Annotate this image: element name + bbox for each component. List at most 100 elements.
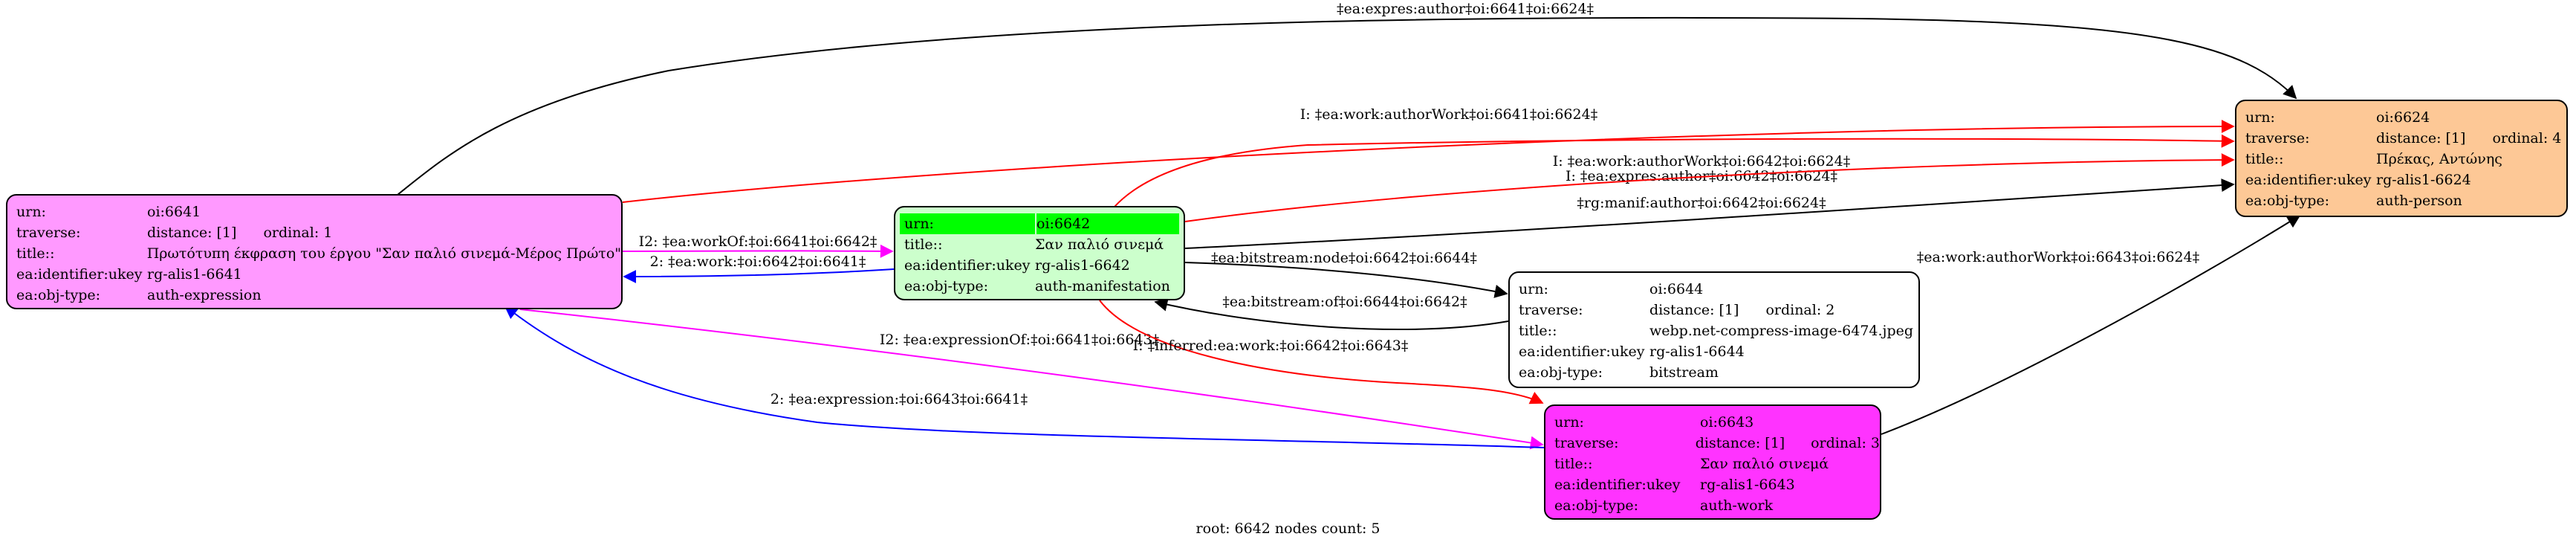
edge-label-e12: 2: ‡ea:expression:‡oi:6643‡oi:6641‡ <box>770 391 1028 407</box>
row-value: oi:6644 <box>1649 281 1704 297</box>
node-row: urn:oi:6642 <box>900 213 1184 234</box>
node-row: title::webp.net-compress-image-6474.jpeg <box>1519 320 1918 341</box>
row-extra: ordinal: 3 <box>1811 435 1880 451</box>
row-value: Σαν παλιό σινεμά <box>1035 236 1164 253</box>
node-row: traverse:distance: [1]ordinal: 3 <box>1554 433 1880 454</box>
row-key: title:: <box>904 236 943 253</box>
row-key: ea:identifier:ukey <box>2245 172 2372 188</box>
row-key: urn: <box>900 213 1035 234</box>
edge-label-e2: I: ‡ea:work:authorWork‡oi:6641‡oi:6624‡ <box>1300 106 1597 123</box>
edge-e12 <box>504 305 1545 448</box>
edge-e4 <box>1184 153 2235 222</box>
row-key: title:: <box>2245 151 2284 167</box>
node-row: title::Σαν παλιό σινεμά <box>1554 454 1880 474</box>
row-value: auth-expression <box>147 287 262 303</box>
row-value: oi:6642 <box>1036 213 1179 234</box>
node-oi-6644[interactable]: urn: oi:6644 traverse: distance: [1] ordinal… <box>1508 271 1920 388</box>
node-row: ea:obj-type: auth-manifestation <box>904 276 1184 297</box>
row-value: auth-manifestation <box>1035 278 1170 294</box>
row-value: distance: [1] <box>2376 130 2466 146</box>
row-value: rg-alis1-6644 <box>1649 344 1745 360</box>
edge-label-e4: I: ‡ea:work:authorWork‡oi:6642‡oi:6624‡ <box>1553 153 1850 170</box>
node-row: urn: oi:6641 <box>16 201 621 222</box>
row-key: title:: <box>1554 456 1593 472</box>
edge-e11 <box>1099 300 1544 404</box>
edge-label-e13: ‡ea:work:authorWork‡oi:6643‡oi:6624‡ <box>1917 249 2199 265</box>
row-key: title:: <box>16 245 55 262</box>
node-row: ea:obj-type: auth-person <box>2245 190 2566 211</box>
edge-e13 <box>1881 215 2301 435</box>
row-value: distance: [1] <box>1649 302 1739 318</box>
row-key: traverse: <box>1519 302 1583 318</box>
node-oi-6624[interactable]: urn: oi:6624 traverse: distance: [1] ordinal… <box>2235 100 2568 217</box>
edge-e1 <box>397 16 2297 196</box>
row-key: ea:obj-type: <box>1554 497 1639 514</box>
edge-label-e6: I2: ‡ea:workOf:‡oi:6641‡oi:6642‡ <box>639 233 877 250</box>
row-extra: ordinal: 4 <box>2492 130 2562 146</box>
row-key: traverse: <box>16 225 81 241</box>
row-key: ea:identifier:ukey <box>1519 344 1645 360</box>
node-row: traverse: distance: [1] ordinal: 1 <box>16 222 621 243</box>
row-key: urn: <box>16 204 46 220</box>
row-value: oi:6643 <box>1700 414 1754 430</box>
edge-label-e7: 2: ‡ea:work:‡oi:6642‡oi:6641‡ <box>650 254 866 270</box>
root-summary-label: root: 6642 nodes count: 5 <box>1195 520 1381 537</box>
node-row: ea:obj-type: auth-expression <box>16 285 621 306</box>
node-row: title::Πρωτότυπη έκφραση του έργου "Σαν … <box>16 243 621 264</box>
row-key: urn: <box>1519 281 1548 297</box>
node-row: ea:obj-type:bitstream <box>1519 362 1918 383</box>
row-key: ea:identifier:ukey <box>904 257 1031 274</box>
row-value: Πρέκας, Αντώνης <box>2376 151 2502 167</box>
row-value: bitstream <box>1649 364 1719 381</box>
node-row: ea:identifier:ukey rg-alis1-6643 <box>1554 474 1880 495</box>
row-value: rg-alis1-6643 <box>1700 477 1795 493</box>
node-row: urn: oi:6644 <box>1519 279 1918 300</box>
edge-e2 <box>622 120 2235 203</box>
edge-label-e11: I: ‡inferred:ea:work:‡oi:6642‡oi:6643‡ <box>1133 338 1409 354</box>
edge-label-e1: ‡ea:expres:author‡oi:6641‡oi:6624‡ <box>1337 1 1594 17</box>
edge-label-e8: ‡ea:bitstream:node‡oi:6642‡oi:6644‡ <box>1211 250 1477 266</box>
row-value: Σαν παλιό σινεμά <box>1700 456 1829 472</box>
edge-e8 <box>1184 262 1508 298</box>
row-value: oi:6641 <box>147 204 201 220</box>
node-row: urn: oi:6624 <box>2245 107 2566 128</box>
row-value: distance: [1] <box>147 225 237 241</box>
edge-label-e10: I2: ‡ea:expressionOf:‡oi:6641‡oi:6643‡ <box>880 332 1159 348</box>
row-key: ea:obj-type: <box>16 287 101 303</box>
row-value: Πρωτότυπη έκφραση του έργου "Σαν παλιό σ… <box>146 245 621 262</box>
row-key: title:: <box>1519 323 1557 339</box>
node-row: title::Σαν παλιό σινεμά <box>904 234 1184 255</box>
edge-label-e9: ‡ea:bitstream:of‡oi:6644‡oi:6642‡ <box>1222 294 1467 310</box>
edge-e10 <box>519 309 1544 450</box>
row-key: traverse: <box>1554 435 1619 451</box>
edge-e9 <box>1154 297 1509 331</box>
node-oi-6643[interactable]: urn: oi:6643 traverse:distance: [1]ordinal… <box>1544 404 1881 520</box>
row-key: ea:obj-type: <box>2245 193 2330 209</box>
node-row: urn: oi:6643 <box>1554 412 1880 433</box>
row-value: rg-alis1-6624 <box>2376 172 2471 188</box>
node-row: traverse: distance: [1] ordinal: 4 <box>2245 128 2566 149</box>
row-value: oi:6624 <box>2376 109 2430 126</box>
row-value: rg-alis1-6642 <box>1035 257 1130 274</box>
edge-e7 <box>623 268 895 283</box>
row-key: ea:obj-type: <box>904 278 989 294</box>
node-oi-6641[interactable]: urn: oi:6641 traverse: distance: [1] ordinal… <box>6 194 623 309</box>
row-key: urn: <box>2245 109 2275 126</box>
row-value: auth-work <box>1700 497 1774 514</box>
edge-e3 <box>1114 134 2235 207</box>
row-key: traverse: <box>2245 130 2310 146</box>
row-key: urn: <box>1554 414 1584 430</box>
node-row: title::Πρέκας, Αντώνης <box>2245 149 2566 170</box>
row-extra: ordinal: 2 <box>1765 302 1835 318</box>
row-extra: ordinal: 1 <box>263 225 333 241</box>
row-value: rg-alis1-6641 <box>147 266 242 283</box>
edge-label-e5: ‡rg:manif:author‡oi:6642‡oi:6624‡ <box>1577 195 1826 211</box>
row-value: auth-person <box>2376 193 2462 209</box>
row-key: ea:identifier:ukey <box>1554 477 1681 493</box>
row-key: ea:identifier:ukey <box>16 266 143 283</box>
